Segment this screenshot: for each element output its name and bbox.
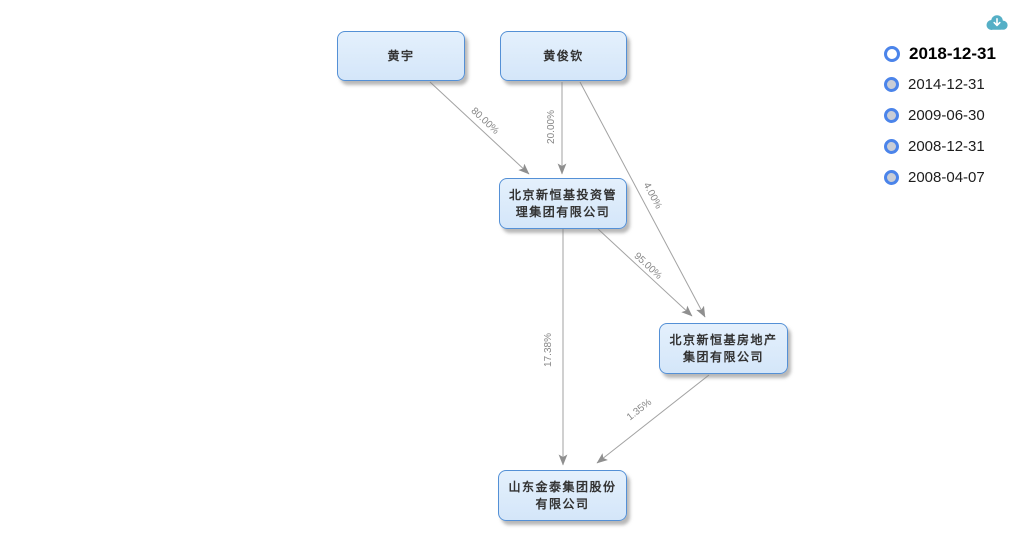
radio-icon[interactable] bbox=[884, 108, 899, 123]
edge-label: 95.00% bbox=[632, 251, 664, 282]
radio-icon[interactable] bbox=[884, 77, 899, 92]
node-label: 黄俊钦 bbox=[543, 48, 584, 63]
node-label: 北京新恒基投资管理集团有限公司 bbox=[508, 187, 617, 219]
edge-investment-to-jintai: 17.38% bbox=[543, 229, 568, 466]
edge-realestate-to-jintai: 1.35% bbox=[596, 374, 710, 464]
edge-huangjunqin-to-investment-group: 20.00% bbox=[546, 82, 567, 175]
timeline-item-2009-06-30[interactable]: 2009-06-30 bbox=[884, 105, 996, 126]
edge-huangyu-to-investment-group: 80.00% bbox=[429, 81, 530, 175]
timeline-item-2014-12-31[interactable]: 2014-12-31 bbox=[884, 74, 996, 95]
graph-node-jintai[interactable]: 山东金泰集团股份有限公司 bbox=[498, 470, 627, 521]
graph-node-investment-group[interactable]: 北京新恒基投资管理集团有限公司 bbox=[499, 178, 627, 229]
timeline-item-2008-12-31[interactable]: 2008-12-31 bbox=[884, 136, 996, 157]
cloud-download-icon bbox=[986, 15, 1008, 30]
radio-icon[interactable] bbox=[884, 139, 899, 154]
edge-label: 17.38% bbox=[543, 333, 554, 367]
node-label: 黄宇 bbox=[387, 48, 415, 63]
date-timeline: 2018-12-31 2014-12-31 2009-06-30 2008-12… bbox=[884, 43, 996, 188]
radio-icon[interactable] bbox=[884, 170, 899, 185]
edge-investment-to-realestate-group: 95.00% bbox=[597, 228, 693, 317]
edge-label: 80.00% bbox=[469, 106, 501, 137]
edge-label: 1.35% bbox=[625, 397, 654, 423]
graph-node-realestate-group[interactable]: 北京新恒基房地产集团有限公司 bbox=[659, 323, 788, 374]
node-label: 北京新恒基房地产集团有限公司 bbox=[669, 332, 778, 364]
graph-node-huangyu[interactable]: 黄宇 bbox=[337, 31, 465, 81]
timeline-item-2008-04-07[interactable]: 2008-04-07 bbox=[884, 167, 996, 188]
edge-label: 4.00% bbox=[641, 181, 664, 211]
edge-label: 20.00% bbox=[546, 110, 557, 144]
radio-selected-icon[interactable] bbox=[884, 45, 900, 62]
download-button[interactable] bbox=[983, 13, 1011, 33]
timeline-item-2018-12-31[interactable]: 2018-12-31 bbox=[884, 43, 996, 64]
graph-node-huangjunqin[interactable]: 黄俊钦 bbox=[500, 31, 627, 81]
node-label: 山东金泰集团股份有限公司 bbox=[508, 479, 617, 511]
